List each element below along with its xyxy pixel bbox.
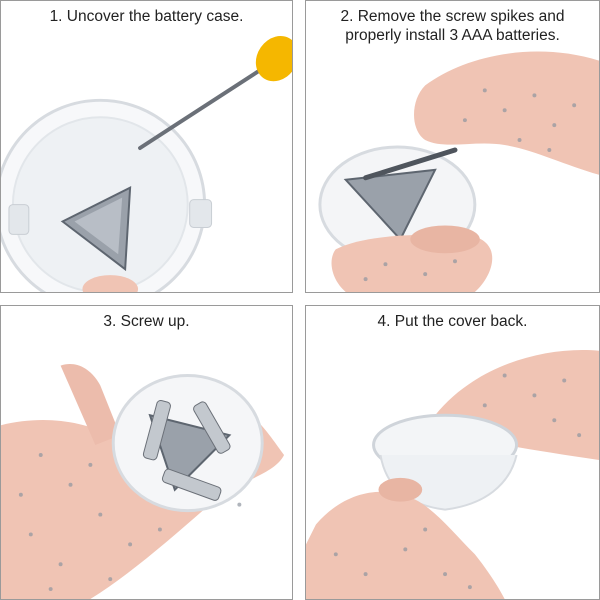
step-4-panel: 4. Put the cover back.	[305, 305, 600, 600]
lower-hand	[306, 491, 505, 599]
case-tab	[189, 199, 213, 228]
fingertip	[378, 477, 423, 502]
aaa-battery	[161, 468, 222, 501]
speckle-texture	[18, 452, 242, 592]
screwdriver-handle	[255, 35, 292, 82]
screwdriver	[363, 147, 458, 181]
upper-hand	[414, 51, 599, 175]
led-board-inner	[74, 197, 123, 255]
step-4-caption: 4. Put the cover back.	[377, 313, 528, 330]
step-3-illustration	[1, 364, 285, 599]
fingertip	[82, 275, 139, 292]
step-3-caption: 3. Screw up.	[103, 313, 190, 330]
case-tab	[8, 204, 30, 235]
screwdriver-shaft	[138, 63, 270, 150]
led-board	[343, 168, 437, 242]
speckle-texture	[363, 88, 577, 282]
step-2-illustration	[318, 51, 599, 292]
step-4-illustration	[306, 349, 599, 599]
speckle-texture	[333, 373, 582, 590]
aaa-battery	[142, 399, 171, 461]
step-1-caption: 1. Uncover the battery case.	[49, 8, 244, 25]
step-1-panel: 1. Uncover the battery case.	[0, 0, 293, 293]
thumb	[60, 364, 121, 446]
step-3-panel: 3. Screw up.	[0, 305, 293, 600]
step-1-illustration	[1, 35, 292, 292]
aaa-battery	[193, 401, 231, 454]
fingers	[410, 225, 480, 254]
step-2-panel: 2. Remove the screw spikes and properly …	[305, 0, 600, 293]
step-2-caption: 2. Remove the screw spikes and properly …	[340, 8, 565, 44]
